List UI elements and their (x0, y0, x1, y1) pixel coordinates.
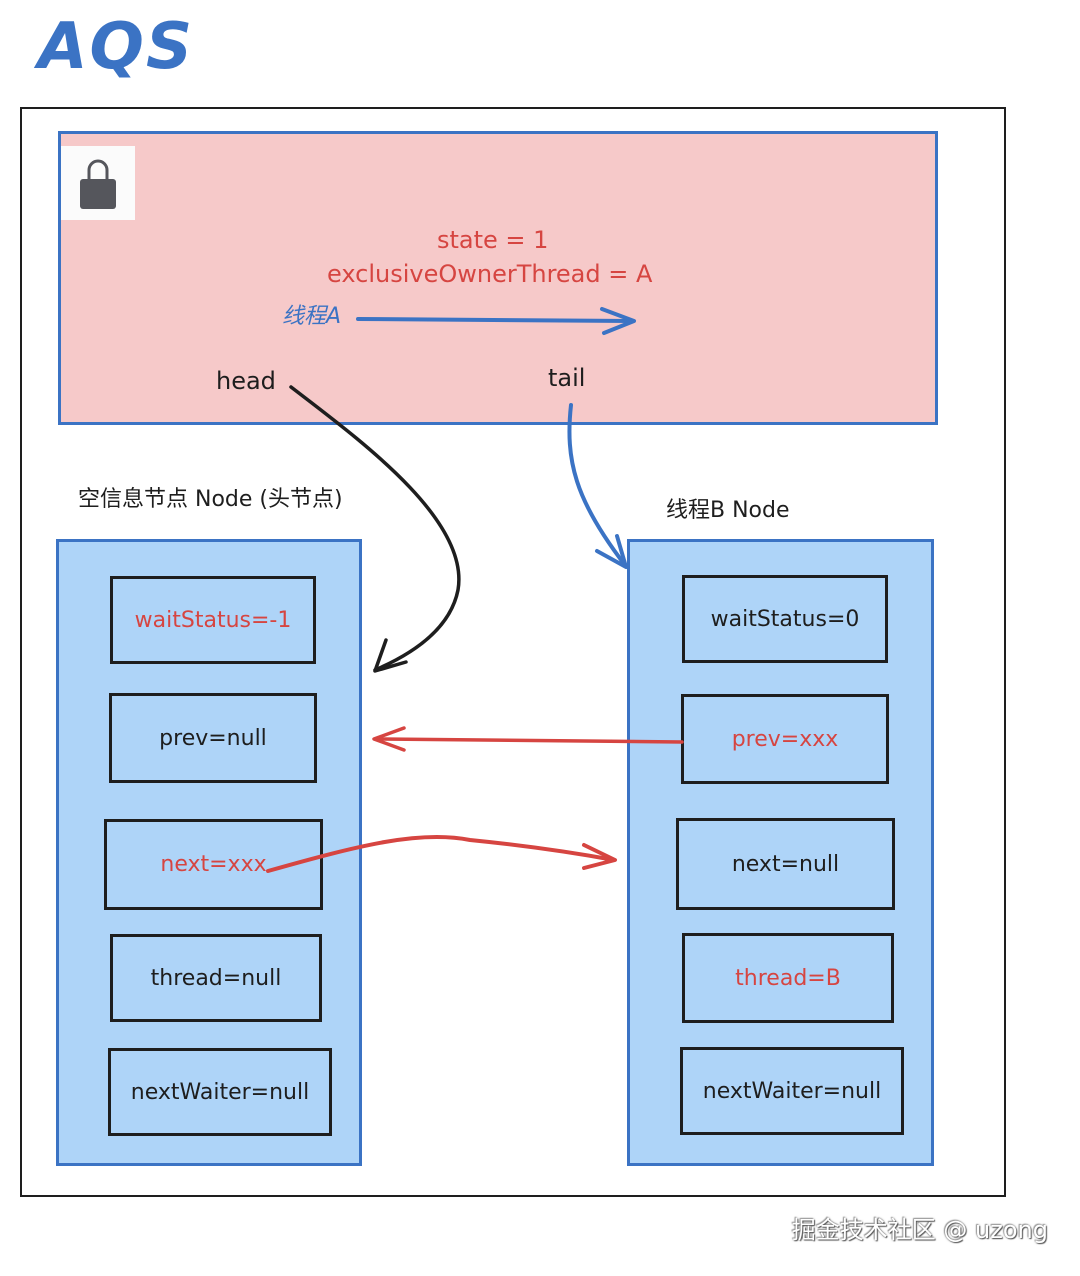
thread-b-node-field: prev=xxx (681, 694, 889, 784)
aqs-frame (20, 107, 1006, 1197)
head-arrow (289, 385, 461, 673)
exclusive-owner-thread-value: exclusiveOwnerThread = A (327, 260, 653, 288)
field-text: waitStatus=-1 (134, 607, 292, 633)
field-text: next=null (731, 851, 840, 877)
thread-b-node-field: next=null (676, 818, 895, 910)
lock-tile (61, 146, 135, 220)
head-label: head (216, 367, 276, 395)
state-value: state = 1 (437, 226, 549, 254)
diagram-title: AQS (38, 10, 195, 84)
tail-arrow (567, 403, 628, 569)
field-text: prev=null (159, 725, 267, 751)
head-node-field: nextWaiter=null (108, 1048, 332, 1136)
head-node-field: thread=null (110, 934, 322, 1022)
watermark: 掘金技术社区 @ uzong (791, 1216, 1048, 1244)
next-pointer-arrow (266, 834, 617, 873)
field-text: nextWaiter=null (702, 1078, 882, 1104)
head-node-caption: 空信息节点 Node (头节点) (78, 487, 343, 512)
thread-b-node-field: nextWaiter=null (680, 1047, 904, 1135)
thread-a-label: 线程A (282, 304, 342, 329)
field-text: waitStatus=0 (710, 606, 860, 632)
thread-b-node-field: waitStatus=0 (682, 575, 888, 663)
lock-icon (80, 159, 116, 209)
field-text: nextWaiter=null (130, 1079, 310, 1105)
thread-b-node-caption: 线程B Node (666, 498, 790, 523)
field-text: prev=xxx (731, 726, 839, 752)
field-text: next=xxx (160, 852, 267, 877)
head-node-field: next=xxx (104, 819, 323, 910)
aqs-state-panel (58, 131, 938, 425)
thread-b-node-field: thread=B (682, 933, 894, 1023)
thread-a-arrow (356, 307, 636, 335)
head-node-field: prev=null (109, 693, 317, 783)
field-text: thread=null (150, 965, 282, 991)
field-text: thread=B (735, 965, 841, 991)
tail-label: tail (548, 364, 586, 392)
head-node (56, 539, 362, 1166)
head-node-field: waitStatus=-1 (110, 576, 316, 664)
prev-pointer-arrow (372, 726, 684, 752)
